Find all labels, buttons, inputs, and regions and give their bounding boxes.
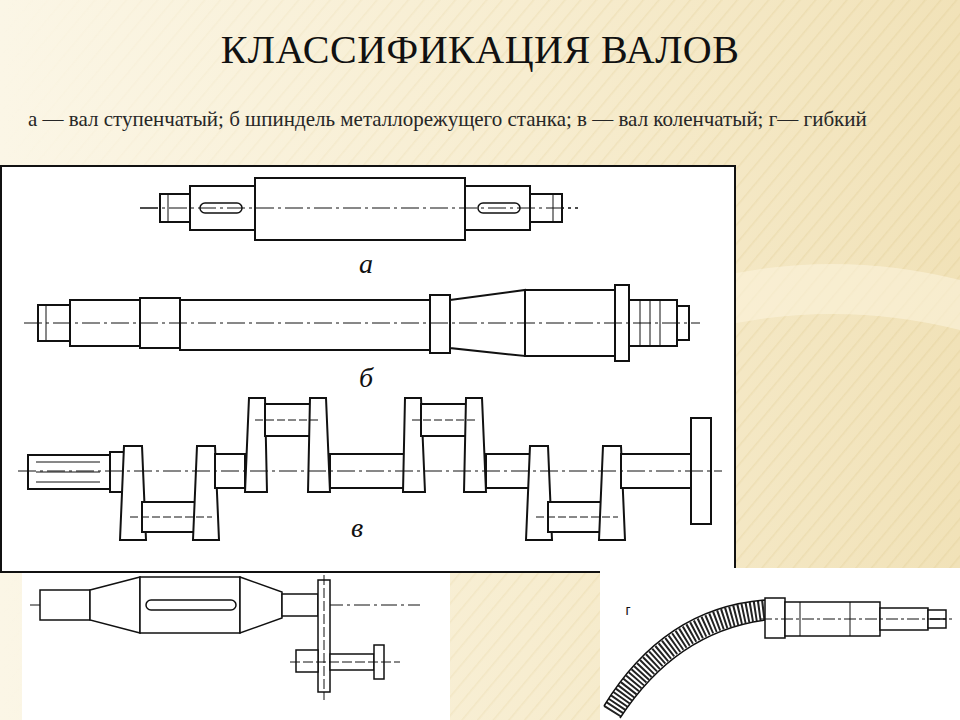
figure-label: б (359, 362, 373, 394)
figure-label: в (351, 512, 363, 544)
figure-caption: а — вал ступенчатый; б шпиндель металлор… (28, 102, 912, 136)
slide-title: КЛАССИФИКАЦИЯ ВАЛОВ (221, 26, 740, 73)
figure-label: а (359, 248, 373, 280)
figure-label: г (623, 602, 632, 618)
